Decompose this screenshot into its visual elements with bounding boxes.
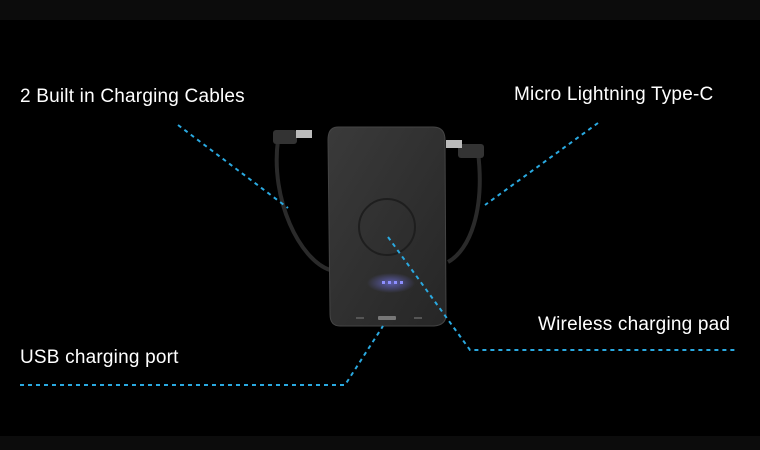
- callout-wireless: Wireless charging pad: [538, 314, 731, 335]
- battery-led-indicator: [382, 281, 403, 284]
- callout-usb: USB charging port: [20, 347, 179, 368]
- wireless-pad-ring: [358, 198, 416, 256]
- letterbox-bottom: [0, 436, 760, 450]
- callout-cables: 2 Built in Charging Cables: [20, 86, 245, 107]
- left-cable: [273, 130, 331, 272]
- callout-connectors: Micro Lightning Type-C: [514, 84, 714, 105]
- callout-line-wireless: [387, 236, 738, 351]
- usb-port: [378, 316, 396, 320]
- callout-line-connectors: [484, 122, 599, 206]
- right-cable: [446, 140, 484, 264]
- letterbox-top: [0, 0, 760, 20]
- power-bank-body: [327, 126, 447, 327]
- callout-line-usb: [20, 325, 384, 386]
- callout-line-cables: [177, 124, 289, 209]
